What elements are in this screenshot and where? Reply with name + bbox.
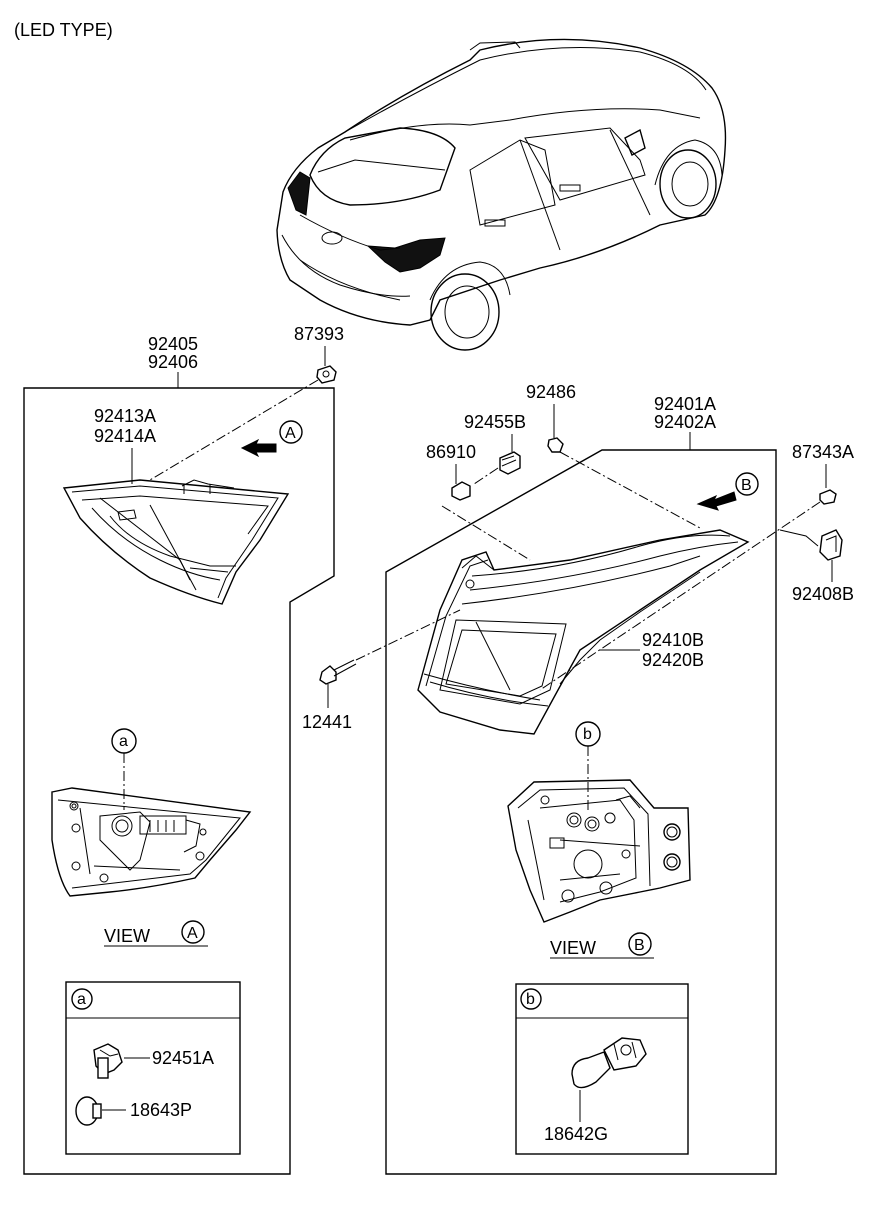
part-18643P: 18643P xyxy=(130,1100,192,1120)
part-92406: 92406 xyxy=(148,352,198,372)
part-92413A: 92413A xyxy=(94,406,156,426)
view-b-lamp-back xyxy=(507,779,691,923)
car-illustration xyxy=(276,38,727,351)
nut-87393-icon xyxy=(316,365,337,384)
nut-86910-icon xyxy=(451,481,471,501)
bulb-18643P-icon xyxy=(75,1096,102,1126)
clip-92486-icon xyxy=(547,437,564,453)
view-b-label: VIEW xyxy=(550,938,596,958)
socket-92451A-icon xyxy=(93,1043,123,1079)
view-a-arrow-icon: A xyxy=(240,420,303,458)
bulb-18642G-icon xyxy=(571,1037,647,1089)
bracket-92408B-icon xyxy=(819,529,843,561)
part-92455B: 92455B xyxy=(464,412,526,432)
view-b-arrow-icon: B xyxy=(696,472,759,511)
part-92402A: 92402A xyxy=(654,412,716,432)
callout-b-letter: b xyxy=(583,726,592,743)
part-92451A: 92451A xyxy=(152,1048,214,1068)
callout-a-letter: a xyxy=(119,733,128,750)
part-92410B: 92410B xyxy=(642,630,704,650)
view-a-label: VIEW xyxy=(104,926,150,946)
view-b-arrow-letter: B xyxy=(741,477,752,494)
part-92408B: 92408B xyxy=(792,584,854,604)
grommet-92455B-icon xyxy=(499,451,521,475)
part-18642G: 18642G xyxy=(544,1124,608,1144)
outer-lamp-92401A xyxy=(417,529,750,735)
diagram-title: (LED TYPE) xyxy=(14,20,113,40)
right-assembly-frame xyxy=(385,449,777,1175)
screw-12441-icon xyxy=(319,659,357,685)
nut-87343A-icon xyxy=(819,489,837,505)
inner-lamp-92413A xyxy=(62,479,290,605)
view-a-arrow-letter: A xyxy=(285,425,296,442)
part-12441: 12441 xyxy=(302,712,352,732)
detail-box-a xyxy=(65,981,241,1155)
part-92420B: 92420B xyxy=(642,650,704,670)
left-assembly-frame xyxy=(23,387,335,1175)
view-b-letter: B xyxy=(634,937,645,954)
view-a-letter: A xyxy=(187,925,198,942)
part-92414A: 92414A xyxy=(94,426,156,446)
part-86910: 86910 xyxy=(426,442,476,462)
part-87393: 87393 xyxy=(294,324,344,344)
detail-box-b-letter: b xyxy=(526,991,535,1008)
part-92401A: 92401A xyxy=(654,394,716,414)
part-87343A: 87343A xyxy=(792,442,854,462)
detail-box-b xyxy=(515,983,689,1155)
view-a-lamp-back xyxy=(51,787,252,897)
detail-box-a-letter: a xyxy=(77,991,86,1008)
part-92486: 92486 xyxy=(526,382,576,402)
part-92405: 92405 xyxy=(148,334,198,354)
